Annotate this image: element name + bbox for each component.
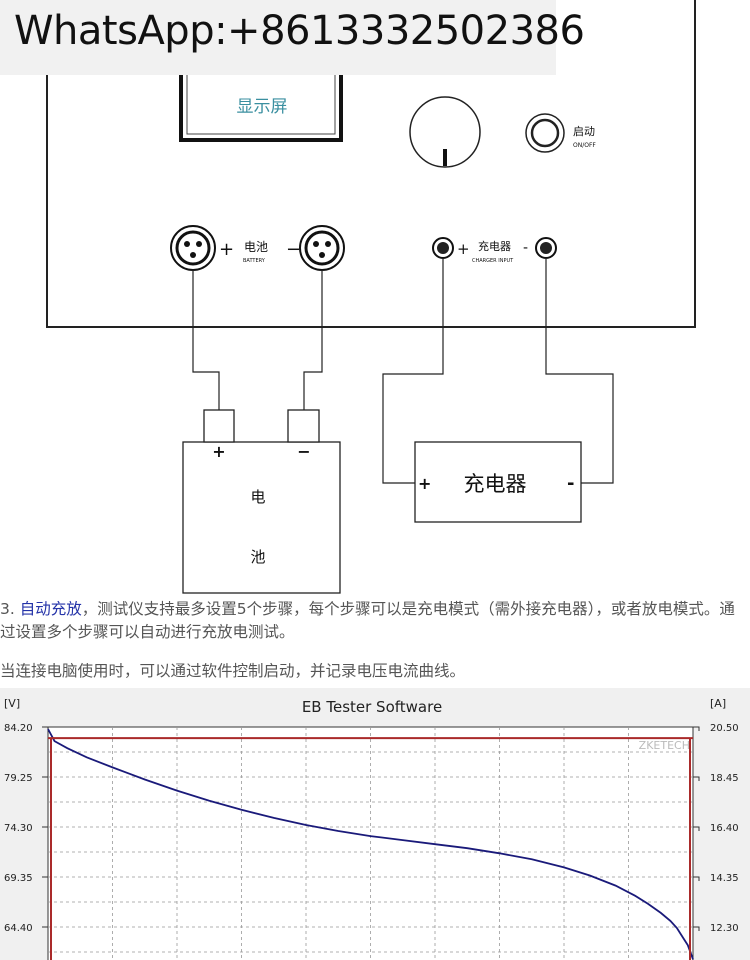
battery-sublabel: BATTERY — [243, 258, 266, 264]
left-unit-label: [V] — [4, 697, 20, 710]
knob-icon — [409, 96, 481, 168]
battery-terminal-positive — [203, 409, 235, 443]
whatsapp-contact: WhatsApp:+8613332502386 — [14, 8, 585, 54]
battery-box-plus: + — [212, 442, 225, 461]
charger-input-minus: - — [523, 240, 528, 256]
wires — [192, 258, 614, 484]
y-left-tick-label: 74.30 — [4, 823, 33, 834]
series-group — [47, 728, 694, 960]
battery-char-1: 电 — [250, 488, 265, 506]
charger-box-label: 充电器 — [464, 472, 527, 496]
y-left-tick-label: 79.25 — [4, 773, 33, 784]
y-right-tick-label: 16.40 — [710, 823, 739, 834]
eb-tester-chart: EB Tester Software [V] [A] 84.20 79.25 74.… — [0, 688, 750, 960]
charger-box-plus: + — [418, 474, 431, 493]
software-paragraph: 当连接电脑使用时，可以通过软件控制启动，并记录电压电流曲线。 — [0, 662, 466, 680]
charger-negative-jack — [535, 237, 557, 259]
device-panel — [46, 0, 696, 328]
start-sublabel: ON/OFF — [573, 142, 596, 149]
y-right-tick-label: 20.50 — [710, 723, 739, 734]
y-right-tick — [693, 876, 700, 881]
right-unit-label: [A] — [710, 697, 726, 710]
watermark: ZKETECH — [639, 739, 690, 752]
battery-label: 电池 — [244, 240, 268, 254]
battery-box-minus: − — [297, 442, 310, 461]
battery-terminal-negative — [287, 409, 320, 443]
display-label: 显示屏 — [237, 97, 288, 117]
battery-box — [182, 441, 341, 594]
charger-input-plus: + — [457, 240, 470, 258]
battery-negative-connector — [299, 225, 345, 271]
y-left-tick-label: 84.20 — [4, 723, 33, 734]
y-right-tick-label: 18.45 — [710, 773, 739, 784]
battery-plus-sign: + — [219, 239, 234, 260]
battery-positive-connector — [170, 225, 216, 271]
y-left-tick-label: 69.35 — [4, 873, 33, 884]
paragraph-body: ，测试仪支持最多设置5个步骤，每个步骤可以是充电模式（需外接充电器），或者放电模… — [0, 600, 735, 641]
charger-input-sublabel: CHARGER INPUT — [472, 258, 514, 264]
y-right-tick-label: 12.30 — [710, 923, 739, 934]
tick-labels: 84.20 79.25 74.30 69.35 64.40 20.50 18.45 16.40… — [4, 723, 739, 934]
grid — [48, 727, 693, 960]
charger-input-label: 充电器 — [478, 239, 511, 253]
auto-charge-link[interactable]: 自动充放 — [19, 600, 82, 618]
y-right-tick — [693, 826, 700, 831]
y-right-tick — [693, 926, 700, 931]
auto-charge-paragraph: 3. 自动充放，测试仪支持最多设置5个步骤，每个步骤可以是充电模式（需外接充电器… — [0, 598, 750, 644]
y-right-tick — [693, 776, 700, 781]
voltage-series-line — [47, 728, 694, 960]
y-right-tick-label: 14.35 — [710, 873, 739, 884]
battery-char-2: 池 — [250, 548, 265, 566]
wiring-diagram: 显示屏 启动 ON/OFF + 电池 BATTERY − + 充电器 CHARG… — [46, 0, 696, 594]
start-label: 启动 — [573, 125, 595, 138]
charger-box — [414, 441, 582, 523]
battery-minus-sign: − — [286, 239, 301, 260]
whatsapp-banner: WhatsApp:+8613332502386 — [0, 0, 585, 75]
y-left-tick-label: 64.40 — [4, 923, 33, 934]
y-right-tick — [693, 726, 700, 731]
paragraph-number: 3. — [0, 600, 20, 618]
charger-positive-jack — [432, 237, 454, 259]
charger-box-minus: - — [567, 473, 574, 494]
chart-title: EB Tester Software — [302, 698, 442, 716]
